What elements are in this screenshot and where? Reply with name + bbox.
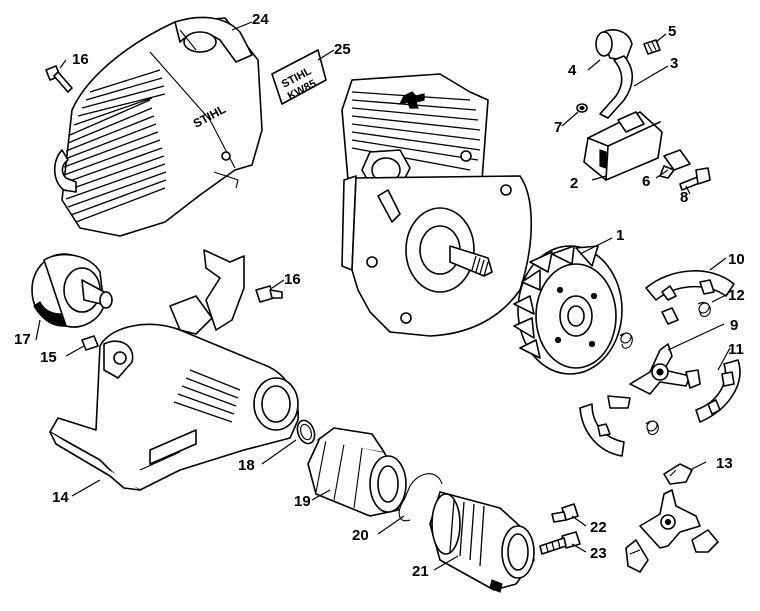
snap-ring-20 [398,473,443,522]
callout-8: 8 [680,189,688,206]
circlip-18 [296,419,316,445]
washer-7 [576,103,588,113]
callout-21: 21 [412,563,429,580]
rubber-bumper-17 [31,253,113,328]
callout-20: 20 [352,527,369,544]
pin-15 [81,335,99,351]
callout-16-lower: 16 [284,271,301,288]
housing-ribs [173,369,241,423]
clutch-assembly-13 [625,463,719,573]
callout-1: 1 [616,227,624,244]
clutch-shoe-10 [645,270,735,301]
clutch-housing-14 [49,249,299,491]
callout-13: 13 [716,455,733,472]
callout-19: 19 [294,493,311,510]
callout-24: 24 [252,11,269,28]
clamp-6 [659,149,691,179]
tube-21 [429,491,535,593]
crankshaft-thread [471,255,489,277]
cylinder-fins [351,91,481,171]
clutch-shoe-left [579,395,631,457]
callout-15: 15 [40,349,57,366]
callout-14: 14 [52,489,69,506]
screw-16-lower [255,285,283,303]
screw-23 [539,531,581,555]
clutch-carrier-9 [629,307,701,395]
clutch-shoe-11 [695,359,741,423]
callout-3: 3 [670,55,678,72]
callout-12: 12 [728,287,745,304]
callout-10: 10 [728,251,745,268]
callout-5: 5 [668,23,676,40]
callout-labels: 1 2 3 4 5 6 7 8 9 10 11 12 13 14 15 16 1… [14,11,745,580]
callout-9: 9 [730,317,738,334]
callout-17: 17 [14,331,31,348]
callout-23: 23 [590,545,607,562]
clip-5 [643,39,661,55]
spring-small-a [619,332,633,349]
flywheel-1 [513,245,623,375]
decal-25: STIHL KW85 [271,49,327,105]
callout-25: 25 [334,41,351,58]
callout-18: 18 [238,457,255,474]
screw-16-top [45,65,73,93]
callout-22: 22 [590,519,607,536]
screw-22 [551,503,579,523]
callout-2: 2 [570,175,578,192]
callout-4: 4 [568,62,577,79]
callout-6: 6 [642,173,650,190]
fan-housing-24: STIHL [53,16,263,237]
shroud-cooling-fins [63,69,167,223]
spring-small-b [645,420,659,436]
spring-12 [697,301,711,318]
screw-8 [679,167,711,191]
callout-7: 7 [554,119,562,136]
callout-11: 11 [728,341,744,358]
callout-16-top: 16 [72,51,89,68]
sleeve-19 [307,427,407,517]
leader-lines [35,21,731,571]
flywheel-fins [513,245,599,359]
ignition-module-2 [583,29,663,181]
engine-cylinder [341,73,533,337]
